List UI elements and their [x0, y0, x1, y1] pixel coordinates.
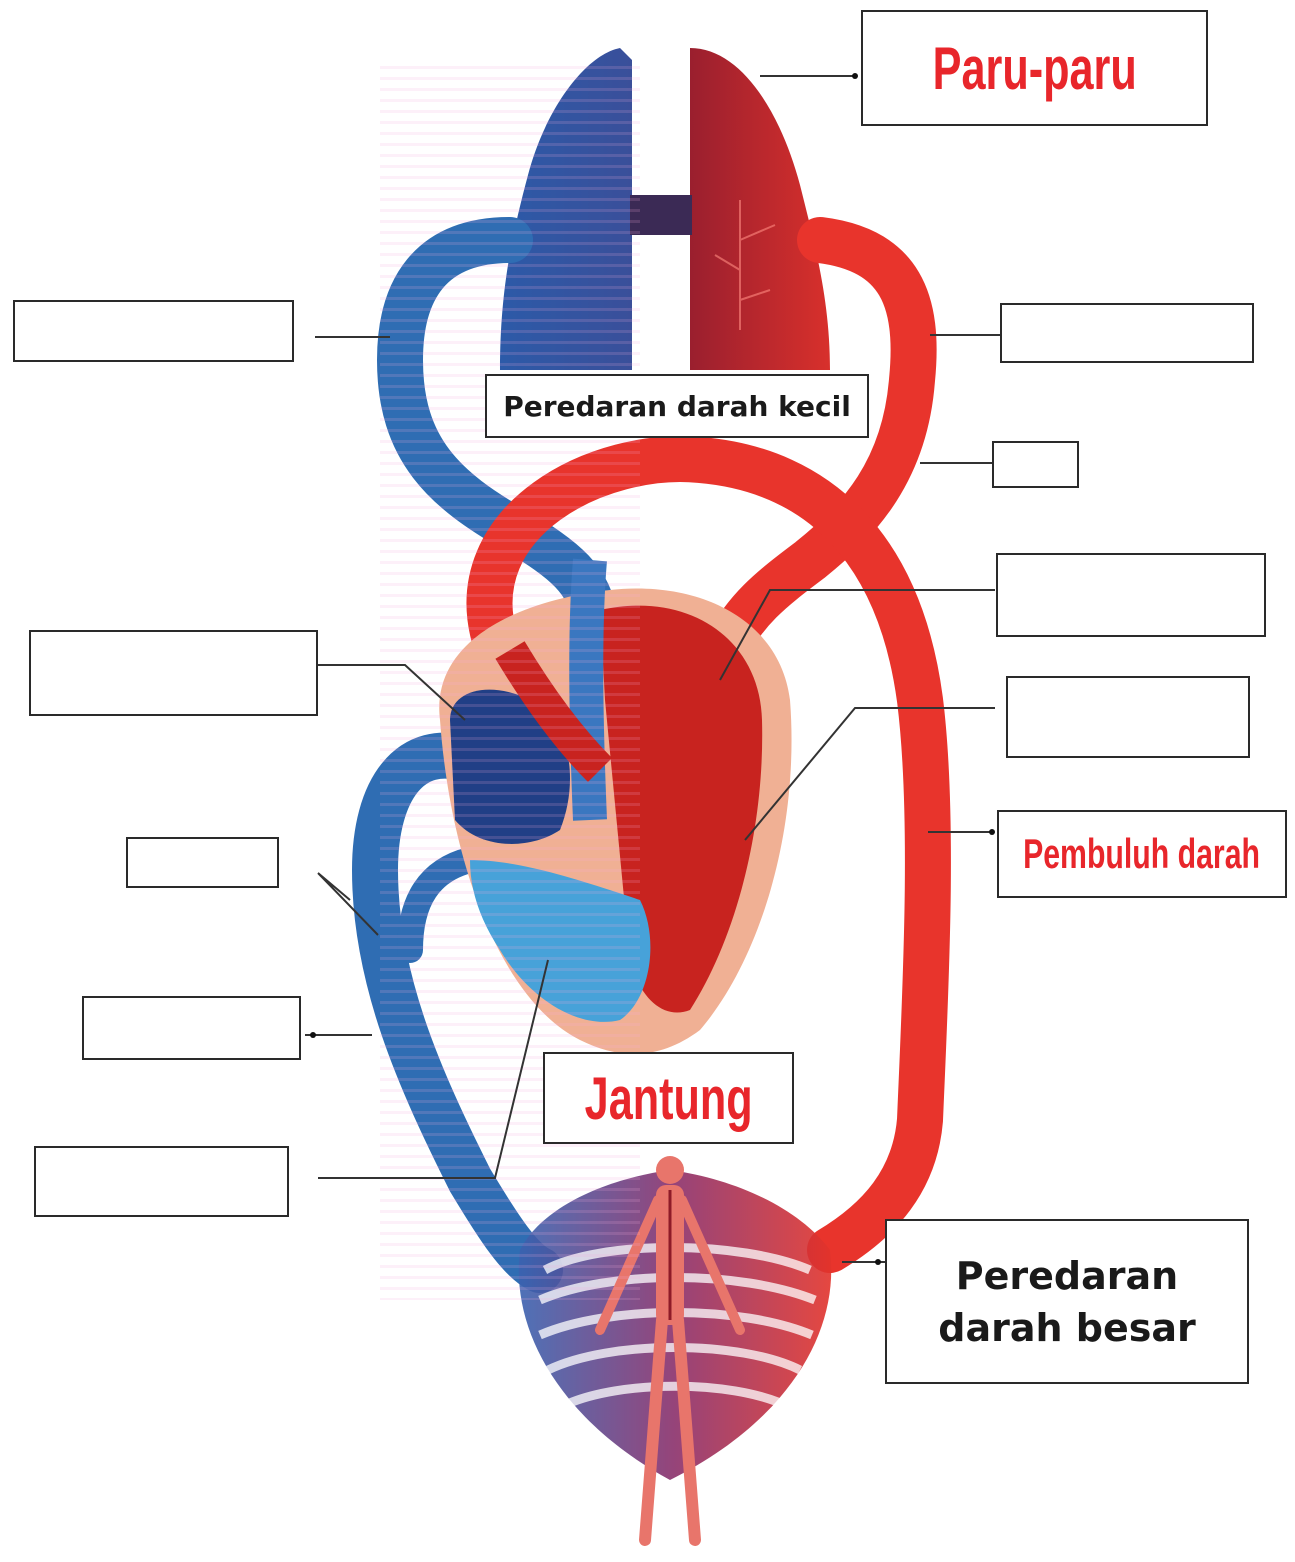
blank-box-right-2[interactable]: [996, 553, 1266, 637]
blank-box-left-3[interactable]: [126, 837, 279, 888]
label-jantung: Jantung: [543, 1052, 794, 1144]
blank-box-left-1[interactable]: [13, 300, 294, 362]
label-paru-paru: Paru-paru: [861, 10, 1208, 126]
blank-box-left-4[interactable]: [82, 996, 301, 1060]
pembuluh-darah-text: Pembuluh darah: [1024, 830, 1261, 878]
peredaran-darah-besar-line1: Peredaran: [956, 1254, 1178, 1298]
label-peredaran-darah-besar: Peredaran darah besar: [885, 1219, 1249, 1384]
peredaran-darah-kecil-text: Peredaran darah kecil: [503, 390, 851, 423]
blank-box-left-2[interactable]: [29, 630, 318, 716]
blank-box-right-3[interactable]: [1006, 676, 1250, 758]
blank-box-right-1[interactable]: [1000, 303, 1254, 363]
blank-box-small-right[interactable]: [992, 441, 1079, 488]
jantung-text: Jantung: [584, 1064, 752, 1133]
label-peredaran-darah-kecil: Peredaran darah kecil: [485, 374, 869, 438]
blank-box-left-5[interactable]: [34, 1146, 289, 1217]
right-lung: [690, 48, 830, 370]
paru-paru-text: Paru-paru: [932, 34, 1136, 103]
peredaran-darah-besar-line2: darah besar: [938, 1306, 1195, 1350]
label-pembuluh-darah: Pembuluh darah: [997, 810, 1287, 898]
